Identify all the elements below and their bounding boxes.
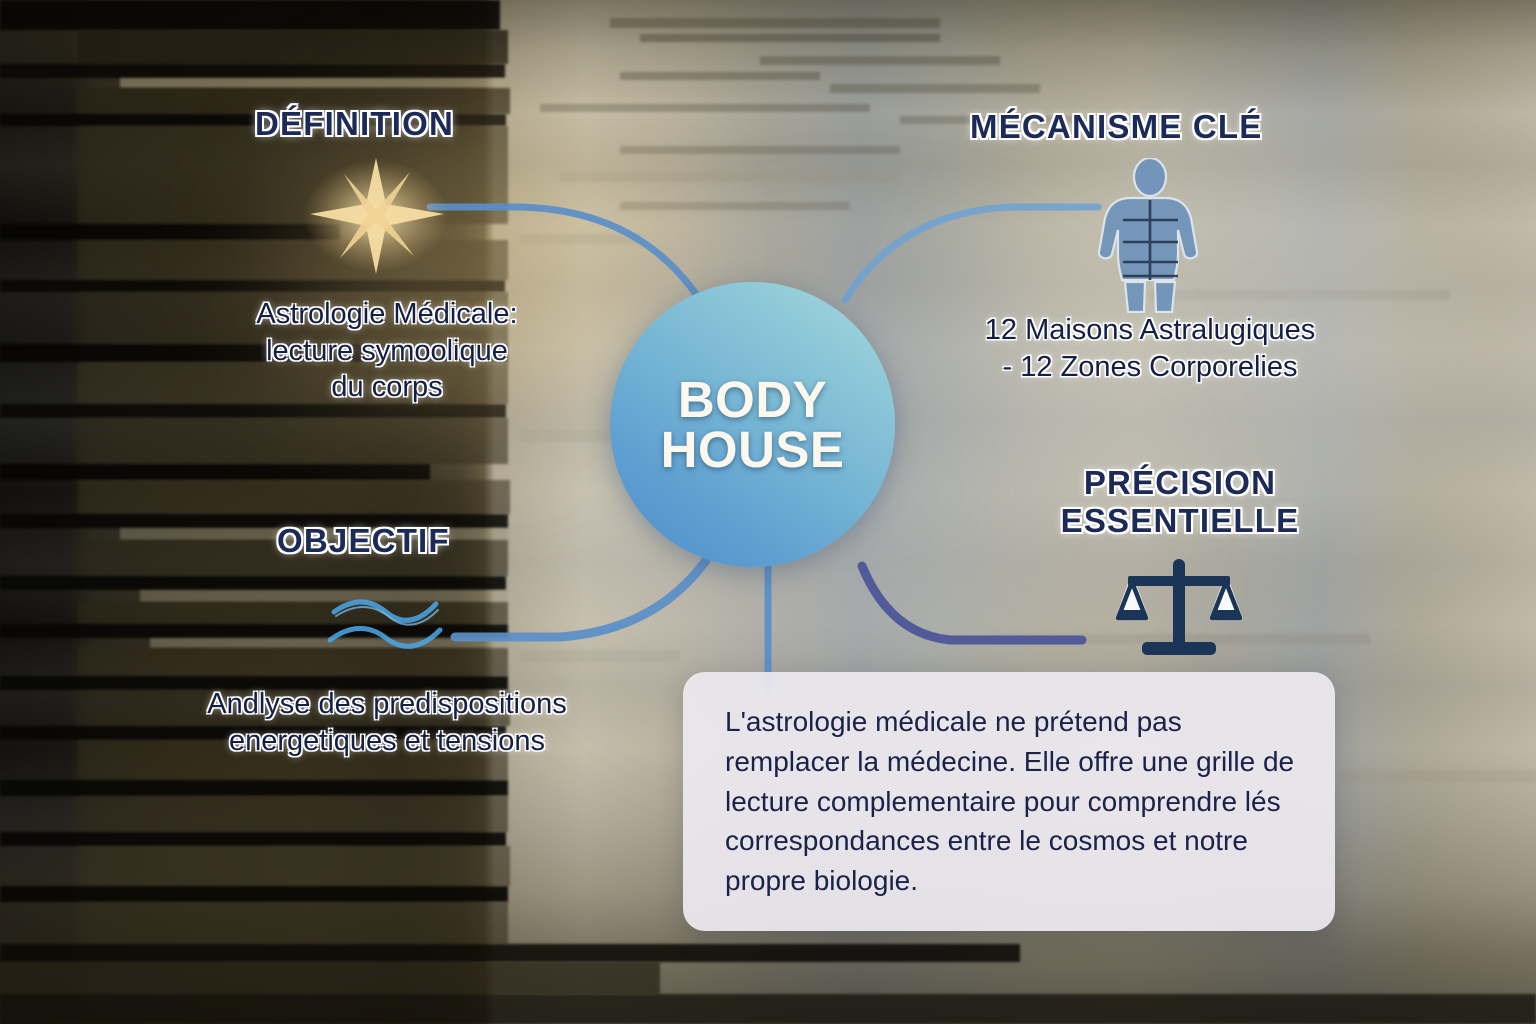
mecanisme-text-line2: - 12 Zones Corporelies (1002, 350, 1298, 383)
objectif-heading: OBJECTIF (277, 522, 450, 559)
definition-text: Astrologie Médicale: lecture symoolique … (222, 296, 552, 406)
center-node-line2: HOUSE (660, 420, 845, 478)
info-card: L'astrologie médicale ne prétend pas rem… (683, 672, 1335, 931)
definition-text-line1: Astrologie Médicale: (256, 298, 518, 330)
energy-waves-icon (327, 599, 443, 649)
precision-heading-line2: ESSENTIELLE (1060, 502, 1300, 539)
definition-text-line2: lecture symoolique (266, 334, 508, 367)
star-icon (304, 158, 448, 274)
mecanisme-heading: MÉCANISME CLÉ (970, 108, 1263, 145)
mecanisme-text-line1: 12 Maisons Astralugiques (984, 314, 1316, 346)
objectif-text: Andlyse des predispositions energetiques… (152, 686, 622, 759)
objectif-text-line1: Andlyse des predispositions (207, 688, 567, 720)
connector-precision (857, 561, 1087, 645)
mecanisme-text: 12 Maisons Astralugiques - 12 Zones Corp… (950, 312, 1350, 385)
background-glow-right (980, 120, 1460, 540)
connector-mecanisme (841, 203, 1102, 304)
definition-text-line3: du corps (331, 371, 443, 404)
balance-scale-icon (1115, 559, 1243, 655)
definition-heading: DÉFINITION (255, 105, 454, 142)
center-node-body-house[interactable]: BODY HOUSE (610, 282, 895, 567)
objectif-text-line2: energetiques et tensions (229, 724, 545, 757)
human-body-zones-icon (1097, 158, 1199, 313)
precision-heading: PRÉCISION ESSENTIELLE (1020, 464, 1340, 540)
center-node-label: BODY HOUSE (660, 370, 845, 478)
info-card-text: L'astrologie médicale ne prétend pas rem… (725, 706, 1295, 896)
connector-objectif (450, 547, 717, 642)
center-node-line1: BODY (677, 370, 828, 428)
precision-heading-line1: PRÉCISION (1083, 464, 1277, 501)
connector-definition (426, 203, 704, 304)
